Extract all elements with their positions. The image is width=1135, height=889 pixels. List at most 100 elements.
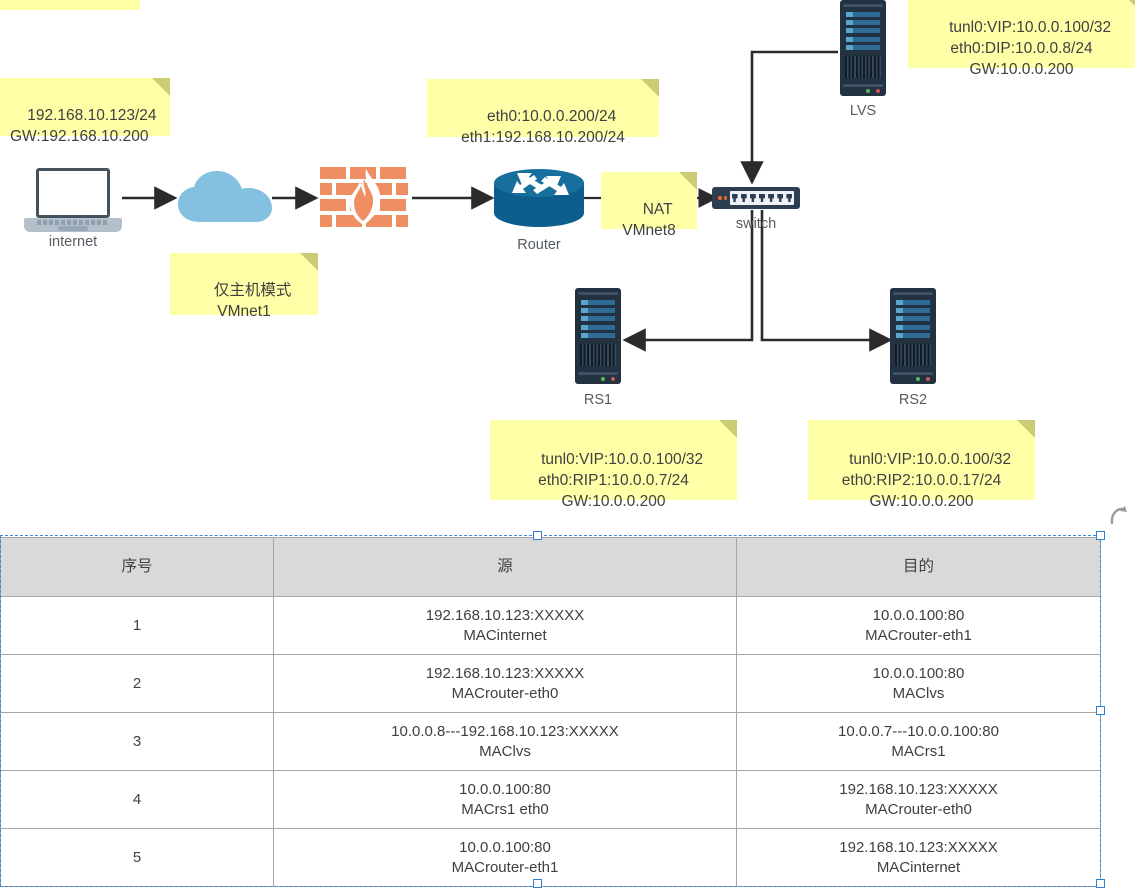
server-top-bar-icon (893, 292, 933, 295)
note-rs1-text: tunl0:VIP:10.0.0.100/32 eth0:RIP1:10.0.0… (538, 451, 704, 510)
laptop-trackpad-icon (58, 226, 88, 231)
cell-source: 10.0.0.8---192.168.10.123:XXXXX MAClvs (273, 712, 737, 771)
cell-source-line2: MACrouter-eth1 (451, 858, 559, 876)
cell-source-line1: 10.0.0.8---192.168.10.123:XXXXX (391, 722, 619, 740)
note-router-interfaces-text: eth0:10.0.0.200/24 eth1:192.168.10.200/2… (461, 108, 625, 146)
cell-destination-line1: 192.168.10.123:XXXXX (839, 838, 998, 856)
cell-source: 10.0.0.100:80 MACrouter-eth1 (273, 828, 737, 887)
resize-handle-middle-right[interactable] (1096, 706, 1105, 715)
device-internet-laptop[interactable] (24, 168, 122, 232)
laptop-screen-icon (36, 168, 110, 218)
cell-source-line1: 10.0.0.100:80 (459, 838, 551, 856)
note-nat-text: NAT VMnet8 (622, 201, 676, 239)
server-foot-bar-icon (893, 372, 933, 375)
table-row[interactable]: 4 10.0.0.100:80 MACrs1 eth0 192.168.10.1… (0, 770, 1101, 829)
table-row[interactable]: 5 10.0.0.100:80 MACrouter-eth1 192.168.1… (0, 828, 1101, 887)
server-top-bar-icon (578, 292, 618, 295)
cloud-icon (178, 171, 272, 222)
switch-led-icon (718, 196, 727, 200)
firewall-icon (320, 167, 408, 227)
cell-destination-line1: 10.0.0.100:80 (872, 606, 965, 624)
cell-destination-line2: MAClvs (892, 684, 945, 702)
column-header-seq: 序号 (0, 537, 274, 597)
packet-flow-table-wrapper[interactable]: 序号 源 目的 1 192.168.10.123:XXXXX MACintern… (0, 537, 1101, 887)
server-vent-icon (895, 344, 931, 366)
switch-ports-icon (730, 191, 794, 205)
cell-destination: 192.168.10.123:XXXXX MACrouter-eth0 (736, 770, 1101, 829)
packet-flow-table[interactable]: 序号 源 目的 1 192.168.10.123:XXXXX MACintern… (0, 537, 1101, 887)
note-vmnet1-text: 仅主机模式 VMnet1 (213, 282, 292, 320)
device-switch[interactable] (712, 187, 800, 209)
device-rs2-server[interactable] (890, 288, 936, 384)
note-lvs-text: tunl0:VIP:10.0.0.100/32 eth0:DIP:10.0.0.… (949, 19, 1112, 78)
device-lvs-server[interactable] (840, 0, 886, 96)
device-label-router: Router (517, 237, 561, 253)
note-rs2-addressing[interactable]: tunl0:VIP:10.0.0.100/32 eth0:RIP2:10.0.0… (808, 420, 1035, 510)
device-rs1-server[interactable] (575, 288, 621, 384)
server-foot-bar-icon (843, 84, 883, 87)
resize-handle-top-right[interactable] (1096, 531, 1105, 540)
note-rs1-addressing[interactable]: tunl0:VIP:10.0.0.100/32 eth0:RIP1:10.0.0… (490, 420, 737, 510)
note-fold-icon (679, 172, 697, 190)
rotate-handle[interactable] (1108, 505, 1130, 527)
device-label-internet: internet (48, 234, 98, 250)
note-nat-vmnet8[interactable]: NAT VMnet8 (601, 172, 697, 239)
note-rs2-text: tunl0:VIP:10.0.0.100/32 eth0:RIP2:10.0.0… (841, 451, 1012, 510)
cell-destination: 10.0.0.100:80 MAClvs (736, 654, 1101, 713)
cell-source-line2: MACrs1 eth0 (461, 800, 549, 818)
server-drive-bays-icon (846, 12, 880, 50)
device-label-rs1: RS1 (583, 392, 613, 408)
resize-handle-bottom-right[interactable] (1096, 879, 1105, 888)
cell-seq: 1 (0, 596, 274, 655)
server-top-bar-icon (843, 4, 883, 7)
note-top-clipped[interactable] (0, 0, 140, 10)
column-header-destination: 目的 (736, 537, 1101, 597)
note-router-interfaces[interactable]: eth0:10.0.0.200/24 eth1:192.168.10.200/2… (427, 79, 659, 146)
cell-source: 192.168.10.123:XXXXX MACinternet (273, 596, 737, 655)
note-fold-icon (1017, 420, 1035, 438)
cell-source-line1: 192.168.10.123:XXXXX (425, 606, 585, 624)
cell-source-line1: 192.168.10.123:XXXXX (425, 664, 585, 682)
server-led-icon (916, 377, 930, 381)
cell-source-line2: MACinternet (463, 626, 547, 644)
note-fold-icon (641, 79, 659, 97)
table-body: 1 192.168.10.123:XXXXX MACinternet 10.0.… (0, 596, 1101, 887)
note-lvs-addressing[interactable]: tunl0:VIP:10.0.0.100/32 eth0:DIP:10.0.0.… (908, 0, 1135, 78)
table-row[interactable]: 1 192.168.10.123:XXXXX MACinternet 10.0.… (0, 596, 1101, 655)
cell-seq: 4 (0, 770, 274, 829)
cell-source-line1: 10.0.0.100:80 (459, 780, 551, 798)
server-led-icon (601, 377, 615, 381)
cell-source-line2: MAClvs (479, 742, 531, 760)
note-client-addressing-text: 192.168.10.123/24 GW:192.168.10.200 (10, 107, 157, 145)
server-vent-icon (580, 344, 616, 366)
server-foot-bar-icon (578, 372, 618, 375)
cell-destination-line2: MACrs1 (891, 742, 946, 760)
note-client-addressing[interactable]: 192.168.10.123/24 GW:192.168.10.200 (0, 78, 170, 145)
server-vent-icon (845, 56, 881, 78)
column-header-source: 源 (273, 537, 737, 597)
note-vmnet1-hostonly[interactable]: 仅主机模式 VMnet1 (170, 253, 318, 320)
cell-destination-line2: MACinternet (876, 858, 961, 876)
server-drive-bays-icon (581, 300, 615, 338)
cell-source: 10.0.0.100:80 MACrs1 eth0 (273, 770, 737, 829)
resize-handle-bottom-center[interactable] (533, 879, 542, 888)
note-fold-icon (1117, 0, 1135, 6)
table-row[interactable]: 3 10.0.0.8---192.168.10.123:XXXXX MAClvs… (0, 712, 1101, 771)
resize-handle-top-center[interactable] (533, 531, 542, 540)
server-led-icon (866, 89, 880, 93)
router-icon (494, 169, 584, 227)
device-label-rs2: RS2 (898, 392, 928, 408)
note-fold-icon (300, 253, 318, 271)
cell-destination: 192.168.10.123:XXXXX MACinternet (736, 828, 1101, 887)
note-fold-icon (719, 420, 737, 438)
device-label-lvs: LVS (849, 103, 877, 119)
cell-destination-line1: 10.0.0.100:80 (872, 664, 965, 682)
cell-destination-line1: 192.168.10.123:XXXXX (839, 780, 998, 798)
server-drive-bays-icon (896, 300, 930, 338)
cell-seq: 2 (0, 654, 274, 713)
table-row[interactable]: 2 192.168.10.123:XXXXX MACrouter-eth0 10… (0, 654, 1101, 713)
table-header-row: 序号 源 目的 (0, 537, 1101, 597)
cell-destination: 10.0.0.7---10.0.0.100:80 MACrs1 (736, 712, 1101, 771)
cell-destination-line1: 10.0.0.7---10.0.0.100:80 (838, 722, 999, 740)
